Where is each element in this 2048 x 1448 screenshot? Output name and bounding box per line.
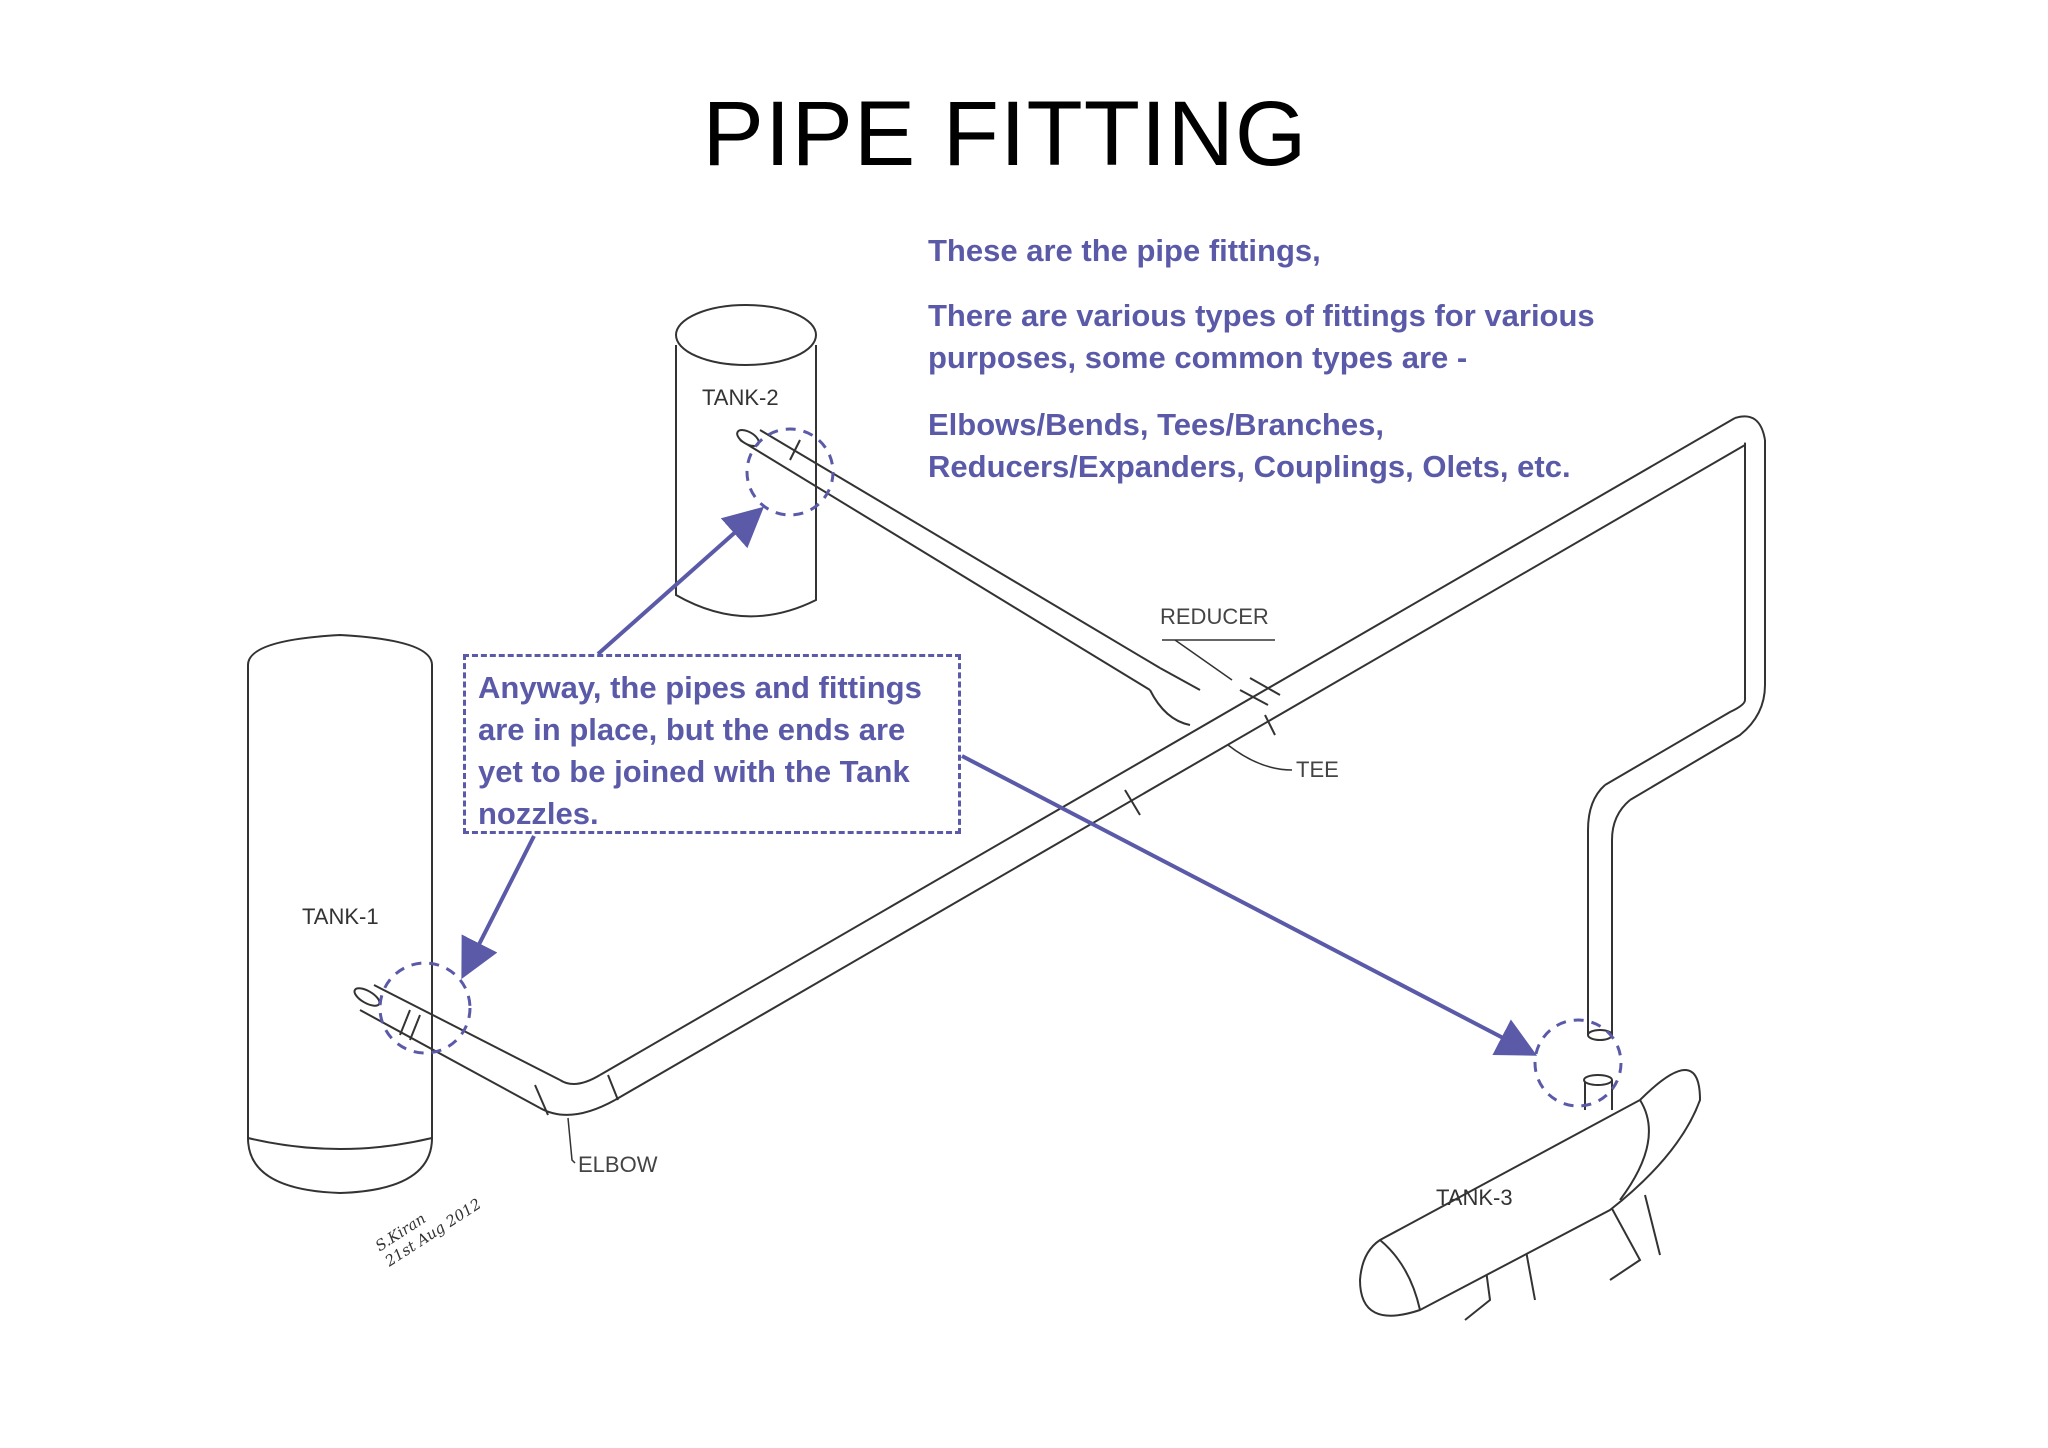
- page-title: PIPE FITTING: [702, 83, 1308, 185]
- tank-3-label: TANK-3: [1436, 1185, 1513, 1210]
- tee-label: TEE: [1296, 757, 1339, 782]
- info-intro: These are the pipe fittings,: [928, 233, 1321, 268]
- callout-arrows: [461, 506, 1538, 1056]
- leader-lines: [567, 639, 1293, 1164]
- arrow-to-tank-3: [961, 754, 1538, 1056]
- tank-2-label: TANK-2: [702, 385, 779, 410]
- tank-3-nozzle-circle: [1533, 1018, 1623, 1108]
- info-examples: Elbows/Bends, Tees/Branches, Reducers/Ex…: [928, 407, 1571, 484]
- tank-2: [675, 304, 817, 618]
- tank-2-nozzle-circle: [745, 427, 835, 517]
- callout-box: Anyway, the pipes and fittings are in pl…: [463, 654, 961, 834]
- nozzle-highlight-circles: [378, 427, 1623, 1108]
- callout-text: Anyway, the pipes and fittings are in pl…: [478, 670, 922, 831]
- tank-1: [247, 633, 433, 1195]
- tank-3: [1358, 1069, 1702, 1321]
- tank-1-nozzle-circle: [378, 961, 472, 1055]
- tank-1-label: TANK-1: [302, 904, 379, 929]
- pipe-branch: [736, 429, 1281, 726]
- arrow-to-tank-1: [461, 835, 536, 980]
- pipe-main-run: [353, 415, 1766, 1116]
- info-types: There are various types of fittings for …: [928, 298, 1595, 375]
- arrow-to-tank-2: [596, 506, 764, 656]
- reducer-label: REDUCER: [1160, 604, 1269, 629]
- elbow-label: ELBOW: [578, 1152, 658, 1177]
